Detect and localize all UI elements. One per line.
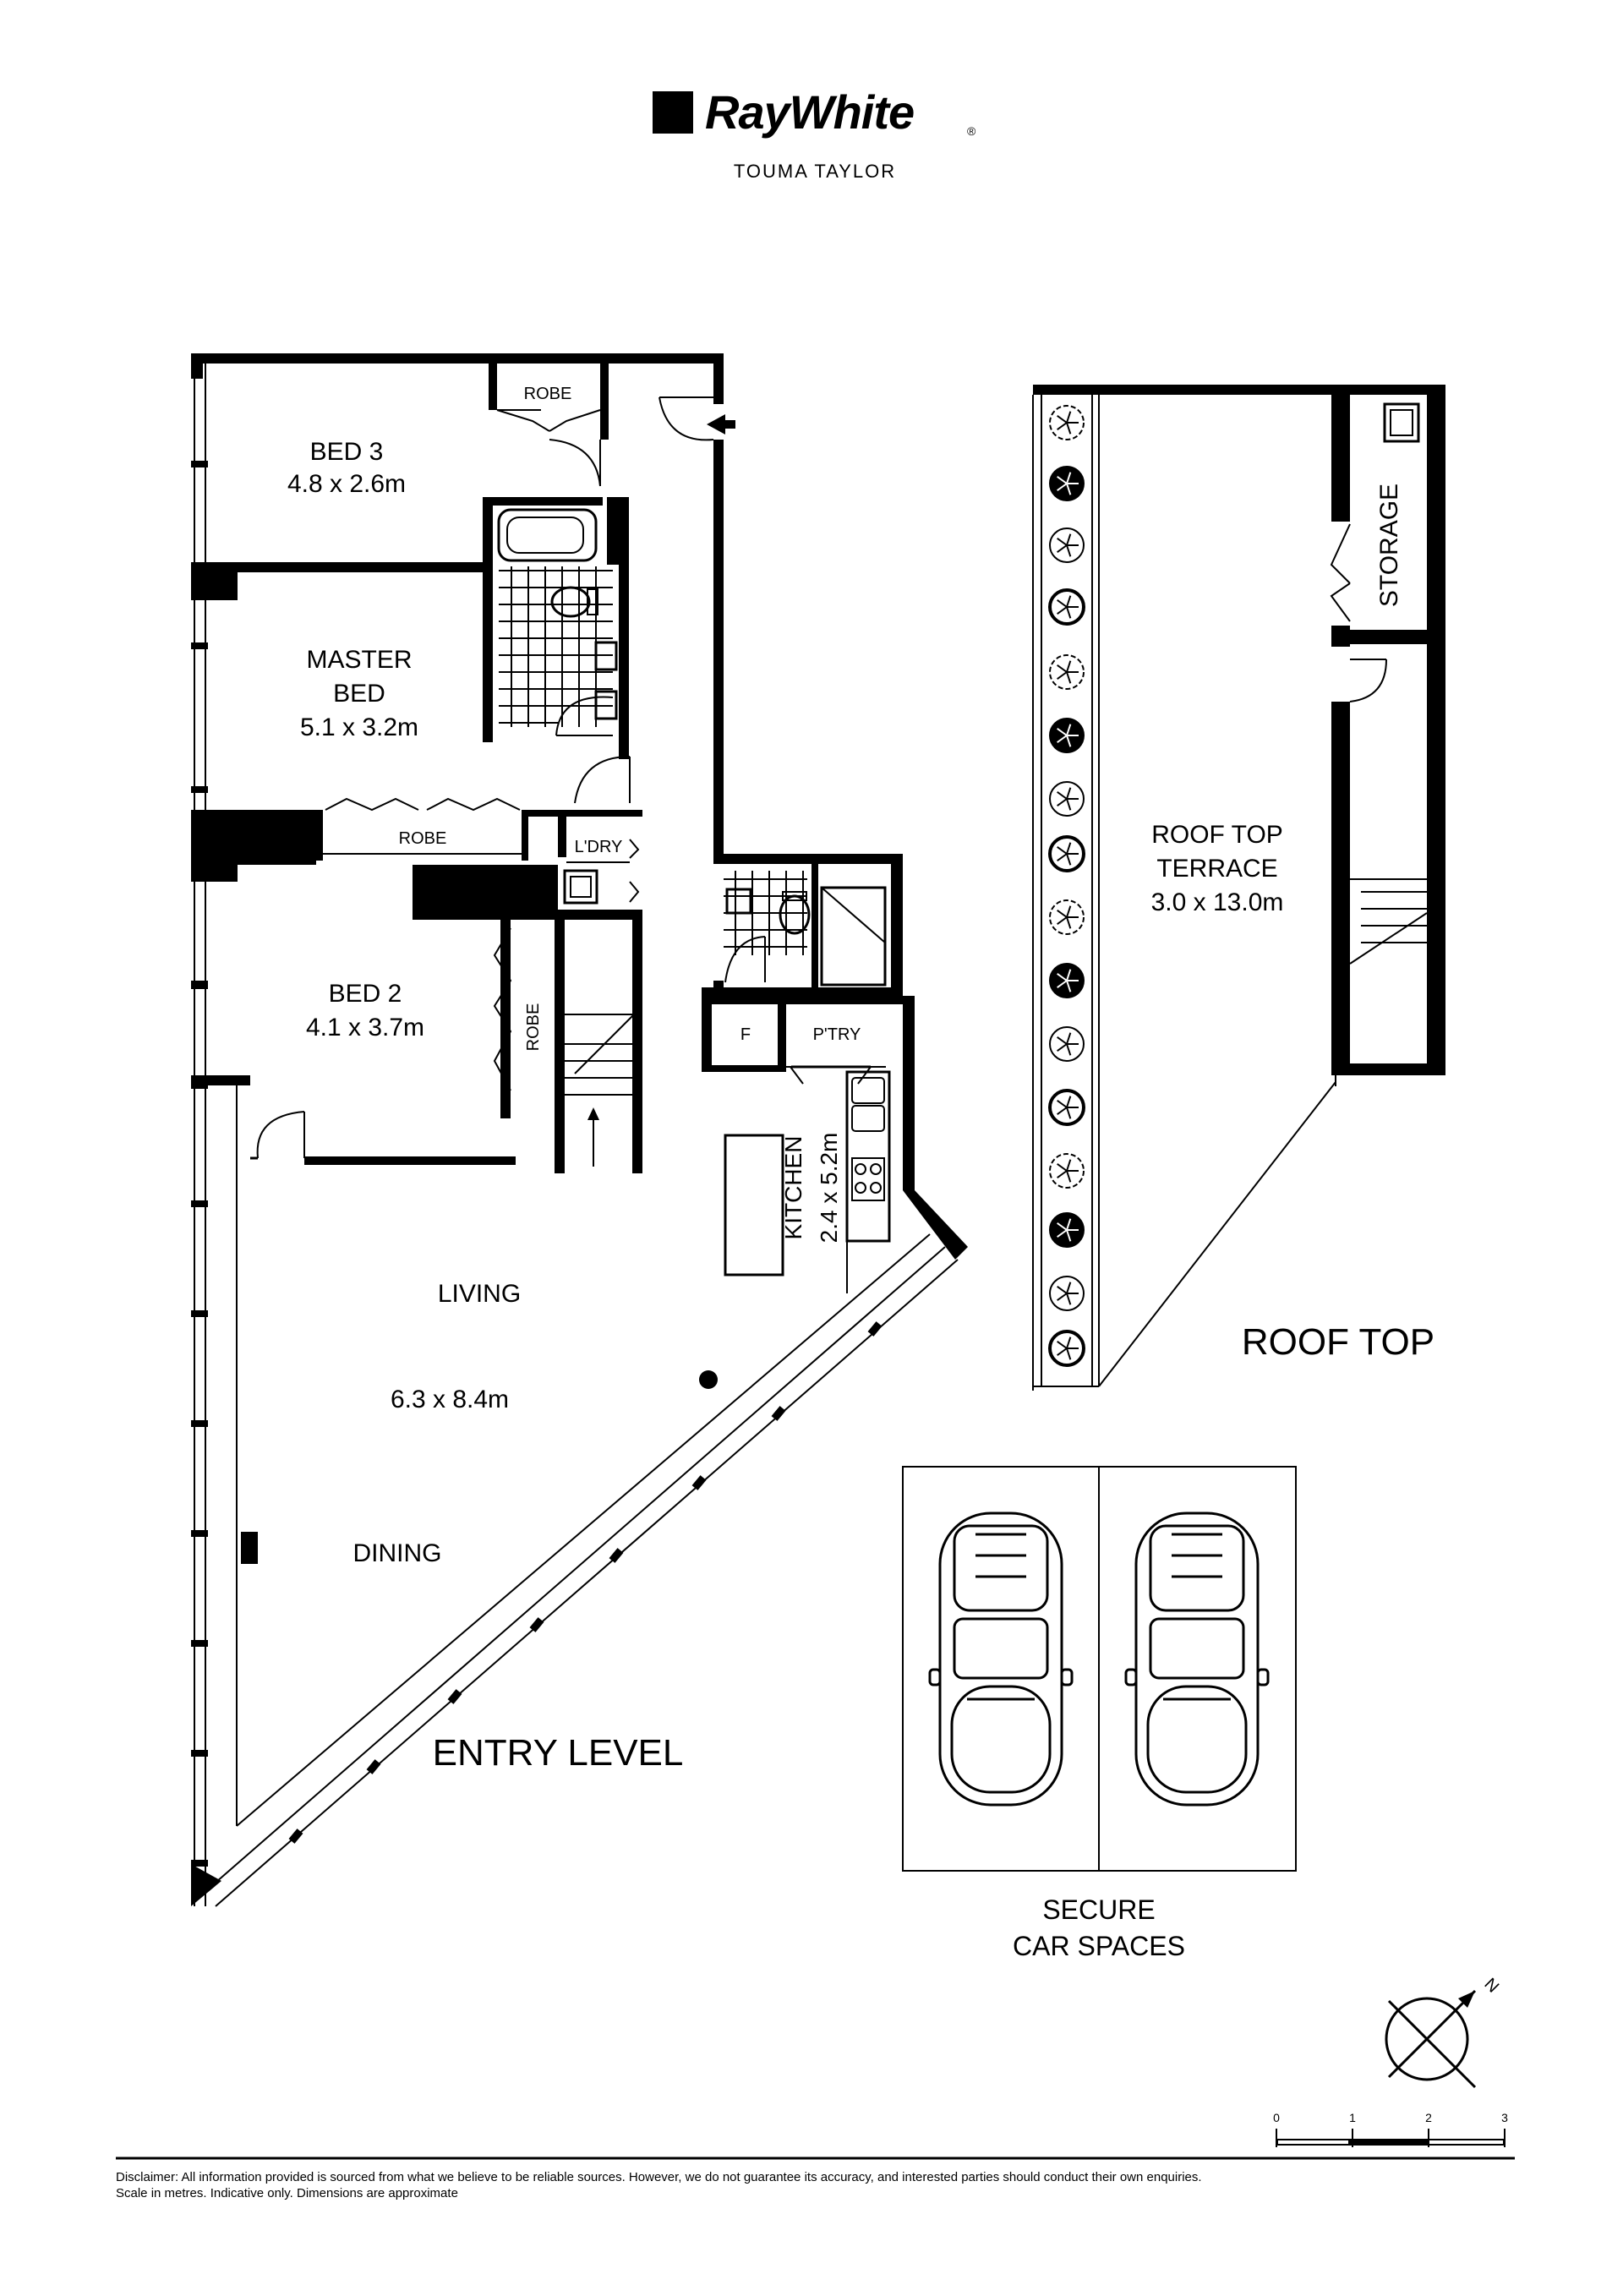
office-name: TOUMA TAYLOR bbox=[734, 161, 896, 182]
roof-storage: STORAGE bbox=[1330, 395, 1445, 647]
cooktop-icon bbox=[851, 1157, 885, 1201]
car-spaces: SECURE CAR SPACES bbox=[902, 1466, 1297, 1961]
laundry-tub-icon bbox=[563, 869, 598, 905]
compass: N bbox=[1385, 1975, 1503, 2089]
car-icon bbox=[1124, 1512, 1270, 1807]
parking-label-2: CAR SPACES bbox=[1013, 1931, 1185, 1961]
plant-icon bbox=[1048, 1330, 1085, 1367]
kitchen: KITCHEN 2.4 x 5.2m bbox=[724, 996, 915, 1293]
bed2-dims: 4.1 x 3.7m bbox=[306, 1014, 424, 1041]
plant-icon bbox=[1049, 1026, 1085, 1062]
brand-name: RayWhite bbox=[705, 85, 914, 139]
brand-registered-mark: ® bbox=[967, 124, 976, 138]
roof-stair bbox=[1331, 644, 1445, 1075]
robe-bed2: ROBE bbox=[493, 920, 543, 1118]
disclaimer-line-2: Scale in metres. Indicative only. Dimens… bbox=[116, 2186, 458, 2200]
car-icon bbox=[928, 1512, 1074, 1807]
compass-north: N bbox=[1481, 1975, 1503, 1997]
north-wall bbox=[191, 353, 722, 364]
plant-icon bbox=[1049, 528, 1085, 563]
ensuite bbox=[483, 497, 629, 759]
roof-top-plan: STORAGE ROOF TOP TERRACE 3.0 x 13.0m ROO… bbox=[1032, 385, 1445, 1391]
plant-icon bbox=[1049, 899, 1085, 935]
master-south-wall bbox=[191, 810, 316, 865]
west-window-wall bbox=[191, 355, 208, 1906]
entry-stair bbox=[555, 910, 642, 1173]
bathroom-2 bbox=[702, 854, 903, 996]
basin-icon bbox=[594, 641, 618, 671]
bed3-south-wall bbox=[191, 562, 483, 572]
scale-tick-1: 1 bbox=[1349, 2111, 1356, 2124]
scale-tick-3: 3 bbox=[1501, 2111, 1508, 2124]
plant-icon bbox=[1049, 654, 1085, 690]
shower-icon bbox=[820, 886, 887, 987]
bed3-name: BED 3 bbox=[310, 438, 384, 466]
entry-arrow-icon bbox=[707, 414, 735, 435]
robe-bed2-label: ROBE bbox=[524, 1003, 543, 1052]
plant-icon bbox=[1049, 718, 1085, 753]
bed3-dims: 4.8 x 2.6m bbox=[287, 470, 406, 498]
master-dims: 5.1 x 3.2m bbox=[300, 713, 418, 741]
master-name-1: MASTER bbox=[306, 646, 412, 674]
terrace-name-2: TERRACE bbox=[1156, 855, 1277, 883]
toilet-2-icon bbox=[779, 894, 811, 935]
bed2-north-wall bbox=[413, 865, 558, 920]
bathtub-icon bbox=[497, 508, 598, 562]
planter-bed bbox=[1033, 395, 1100, 1387]
master-name-2: BED bbox=[333, 680, 385, 708]
column-round bbox=[699, 1370, 718, 1389]
kitchen-sink-icon bbox=[851, 1077, 885, 1104]
scale-bar: 0 1 2 3 bbox=[1273, 2111, 1508, 2147]
plant-icon bbox=[1049, 1153, 1085, 1189]
column-square bbox=[241, 1532, 258, 1564]
fridge-pantry: F P'TRY bbox=[702, 996, 913, 1085]
stair-up-arrow-icon bbox=[587, 1107, 599, 1120]
planter-plants bbox=[1048, 405, 1085, 1367]
scale-tick-0: 0 bbox=[1273, 2111, 1280, 2124]
kitchen-dims: 2.4 x 5.2m bbox=[816, 1133, 842, 1244]
kitchen-island bbox=[724, 1134, 784, 1276]
bed2-name: BED 2 bbox=[329, 980, 402, 1008]
entry-wall bbox=[713, 353, 724, 404]
kitchen-label: KITCHEN bbox=[780, 1136, 806, 1240]
plant-icon bbox=[1048, 1089, 1085, 1126]
terrace-dims: 3.0 x 13.0m bbox=[1151, 888, 1284, 916]
terrace-name-1: ROOF TOP bbox=[1151, 821, 1283, 849]
plant-icon bbox=[1049, 1212, 1085, 1248]
robe-mid: ROBE bbox=[316, 797, 528, 861]
roof-top-title: ROOF TOP bbox=[1242, 1321, 1434, 1363]
robe-top: ROBE bbox=[489, 364, 609, 440]
diagonal-window-wall bbox=[191, 1082, 968, 1907]
plant-icon bbox=[1049, 405, 1085, 440]
dining-name: DINING bbox=[353, 1539, 442, 1567]
storage-tub-icon bbox=[1383, 402, 1420, 443]
robe-mid-label: ROBE bbox=[399, 829, 447, 848]
plant-icon bbox=[1048, 835, 1085, 872]
parking-label-1: SECURE bbox=[1042, 1894, 1155, 1925]
fridge-label: F bbox=[740, 1025, 751, 1044]
plant-icon bbox=[1049, 963, 1085, 998]
pantry-label: P'TRY bbox=[813, 1025, 861, 1044]
living-name: LIVING bbox=[438, 1280, 521, 1308]
laundry: L'DRY bbox=[558, 817, 640, 905]
logo-square bbox=[653, 91, 693, 134]
tile-grid bbox=[499, 566, 613, 727]
brand-logo: RayWhite ® TOUMA TAYLOR bbox=[653, 85, 976, 182]
storage-label: STORAGE bbox=[1375, 484, 1403, 607]
toilet-icon bbox=[550, 586, 591, 618]
plant-icon bbox=[1048, 588, 1085, 626]
plant-icon bbox=[1049, 466, 1085, 501]
laundry-label: L'DRY bbox=[575, 838, 623, 856]
living-dims: 6.3 x 8.4m bbox=[391, 1386, 509, 1413]
entry-level-title: ENTRY LEVEL bbox=[433, 1732, 684, 1774]
roof-north-wall bbox=[1033, 385, 1445, 395]
bed2-south-wall bbox=[304, 1156, 516, 1165]
plant-icon bbox=[1049, 781, 1085, 817]
entry-level-plan: ROBE bbox=[191, 353, 968, 1907]
scale-tick-2: 2 bbox=[1425, 2111, 1432, 2124]
robe-top-label: ROBE bbox=[524, 385, 572, 403]
plant-icon bbox=[1049, 1276, 1085, 1311]
north-arrow-icon bbox=[1458, 1991, 1475, 2008]
disclaimer-line-1: Disclaimer: All information provided is … bbox=[116, 2170, 1202, 2184]
